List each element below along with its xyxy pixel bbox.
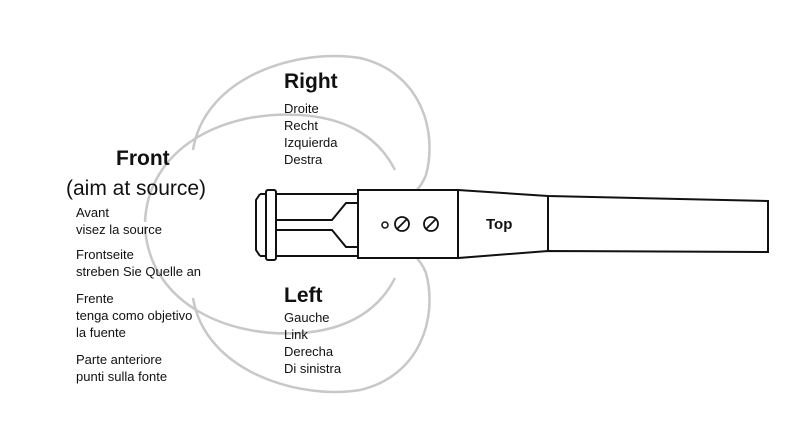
right-label-de: Recht	[284, 118, 318, 133]
front-es: Frente tenga como objetivo la fuente	[76, 290, 192, 341]
front-it: Parte anteriore punti sulla fonte	[76, 351, 167, 385]
front-de-line1: Frontseite	[76, 247, 134, 262]
right-labels: Droite Recht Izquierda Destra	[284, 100, 337, 168]
screw-2-icon	[423, 216, 439, 232]
left-title: Left	[284, 284, 323, 307]
screw-1-icon	[394, 216, 410, 232]
right-label-fr: Droite	[284, 101, 319, 116]
front-it-line2: punti sulla fonte	[76, 369, 168, 384]
left-label-de: Link	[284, 327, 308, 342]
front-es-line1: Frente	[76, 291, 114, 306]
top-label: Top	[486, 216, 513, 233]
mic-grille-cap	[265, 189, 277, 261]
head-slot-top	[276, 202, 358, 221]
indicator-dot	[381, 221, 389, 229]
microphone-body	[255, 188, 769, 261]
left-lobe-inner	[143, 225, 397, 335]
right-label-es: Izquierda	[284, 135, 338, 150]
mic-body-section	[357, 189, 459, 259]
grille-edge	[255, 193, 266, 257]
front-it-line1: Parte anteriore	[76, 352, 162, 367]
front-subtitle: (aim at source)	[66, 177, 207, 200]
front-de-line2: streben Sie Quelle an	[76, 264, 202, 279]
right-lobe-inner	[143, 113, 397, 223]
front-es-line3: la fuente	[76, 325, 126, 340]
left-label-es: Derecha	[284, 344, 334, 359]
left-label-fr: Gauche	[284, 310, 330, 325]
front-title: Front	[116, 147, 170, 170]
front-de: Frontseite streben Sie Quelle an	[76, 246, 201, 280]
right-title: Right	[284, 70, 338, 93]
left-label-it: Di sinistra	[284, 361, 342, 376]
front-fr-line2: visez la source	[76, 222, 162, 237]
right-label-it: Destra	[284, 152, 323, 167]
front-fr-line1: Avant	[76, 205, 110, 220]
head-slot-bottom	[276, 229, 358, 248]
front-fr: Avant visez la source	[76, 204, 162, 238]
front-es-line2: tenga como objetivo	[76, 308, 193, 323]
left-labels: Gauche Link Derecha Di sinistra	[284, 309, 341, 377]
